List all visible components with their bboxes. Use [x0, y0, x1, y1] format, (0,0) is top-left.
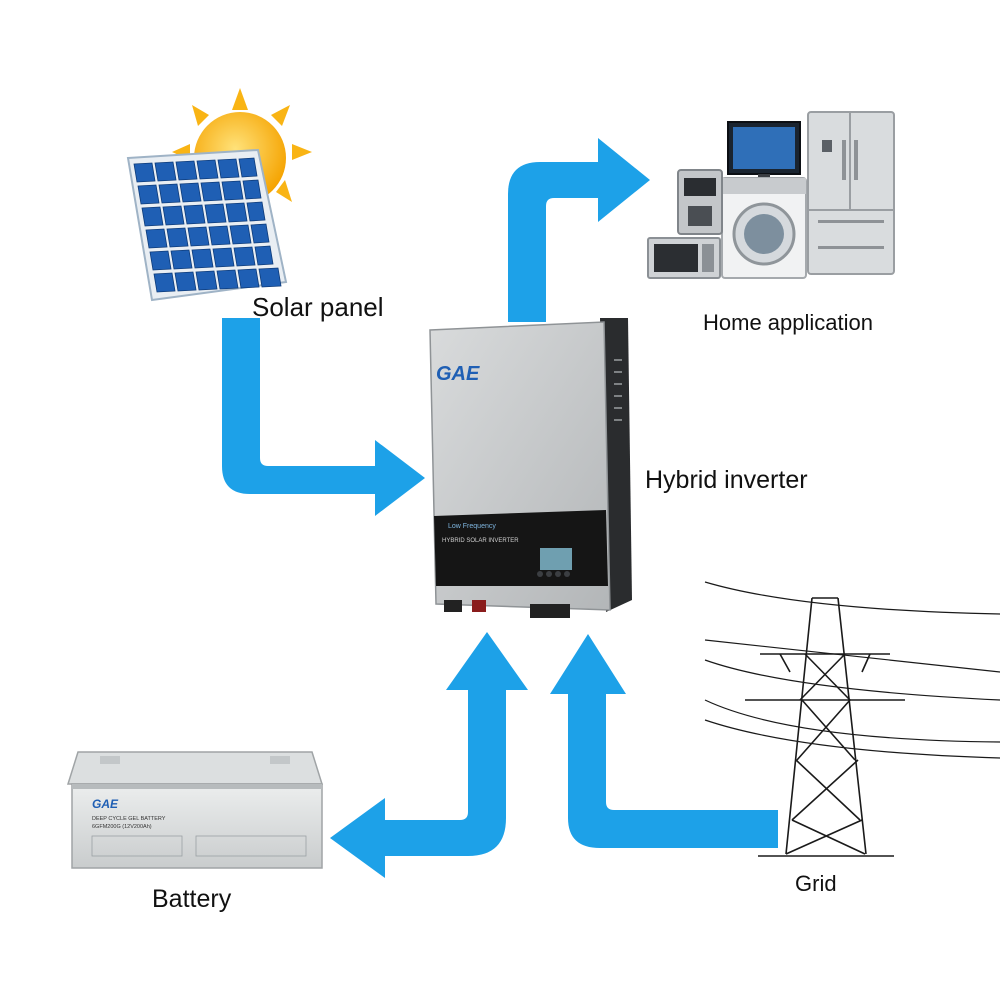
- grid-label: Grid: [795, 871, 837, 897]
- battery-type-text: DEEP CYCLE GEL BATTERY: [92, 816, 166, 822]
- coffee-machine-icon: [678, 170, 722, 234]
- washing-machine-icon: [722, 178, 806, 278]
- home-appliances-icon: [648, 112, 894, 278]
- inverter-panel-tag: Low Frequency: [448, 523, 496, 530]
- home-application-label: Home application: [703, 310, 873, 336]
- battery-brand-logo: GAE: [92, 797, 119, 811]
- battery-model-text: 6GFM200G (12V200Ah): [92, 824, 152, 830]
- arrow-solar-to-inverter: [222, 318, 425, 516]
- monitor-icon: [728, 122, 800, 182]
- refrigerator-icon: [808, 112, 894, 274]
- arrow-battery-inverter-bidirectional: [330, 632, 528, 878]
- solar-panel-icon: [128, 150, 286, 300]
- hybrid-inverter-device: GAE Low Frequency HYBRID SOLAR INVERTER: [430, 318, 632, 618]
- inverter-brand-logo: GAE: [436, 363, 480, 385]
- solar-panel-label: Solar panel: [252, 292, 384, 323]
- arrow-grid-to-inverter: [550, 634, 778, 848]
- battery-icon: GAE DEEP CYCLE GEL BATTERY 6GFM200G (12V…: [68, 752, 322, 868]
- hybrid-inverter-label: Hybrid inverter: [645, 466, 808, 495]
- inverter-model-text: HYBRID SOLAR INVERTER: [442, 538, 519, 544]
- microwave-icon: [648, 238, 720, 278]
- arrow-inverter-to-home: [508, 138, 650, 322]
- battery-label: Battery: [152, 885, 231, 914]
